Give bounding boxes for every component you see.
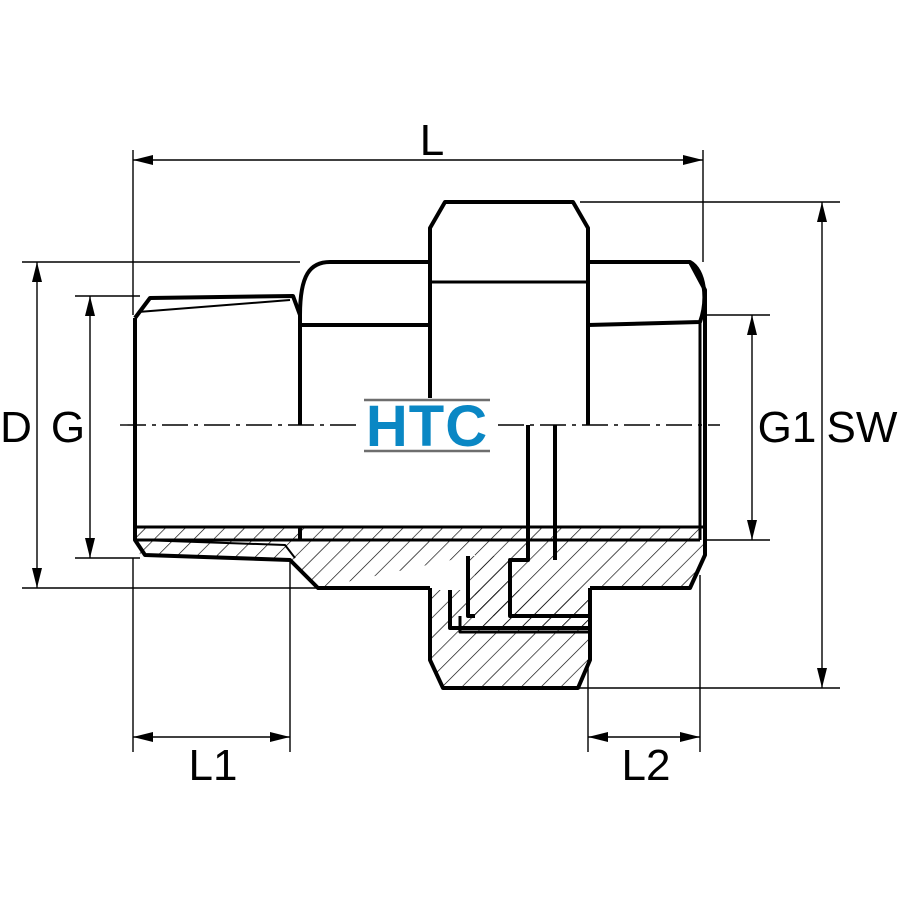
label-D: D: [0, 403, 32, 452]
label-G1: G1: [758, 403, 817, 452]
label-L: L: [420, 116, 444, 165]
dimension-lines: [32, 155, 827, 742]
label-L1: L1: [189, 741, 238, 790]
htc-logo: HTC: [362, 394, 492, 459]
logo-text: HTC: [366, 394, 488, 459]
extension-lines: [22, 150, 840, 752]
dimension-labels: L D G G1 SW L1 L2: [0, 116, 898, 790]
label-SW: SW: [827, 403, 898, 452]
label-G: G: [51, 403, 85, 452]
section-hatching: [135, 527, 705, 688]
label-L2: L2: [622, 741, 671, 790]
fitting-outline: [133, 200, 707, 690]
